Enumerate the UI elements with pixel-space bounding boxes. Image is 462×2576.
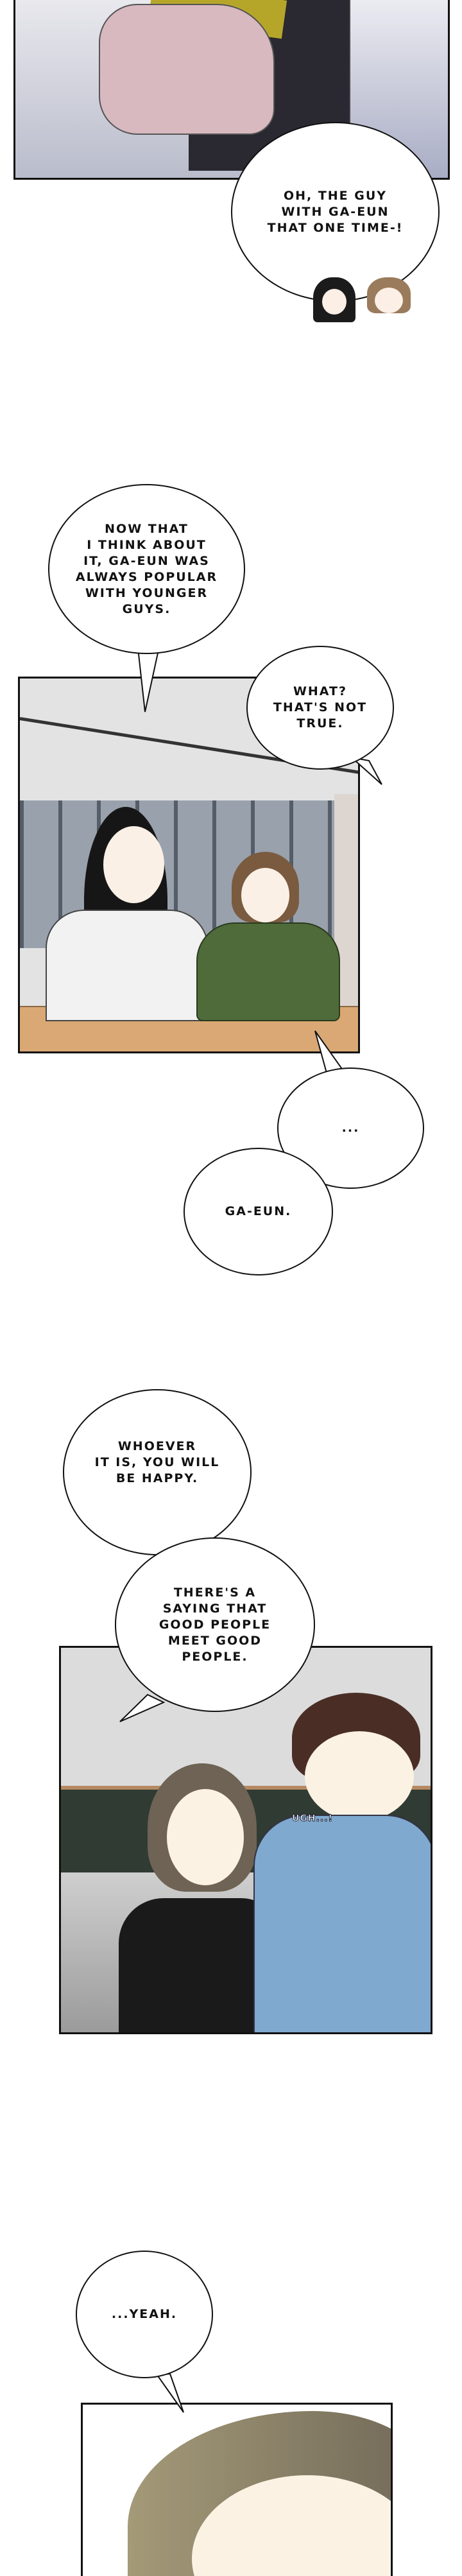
bubble-text: ...YEAH. xyxy=(111,2307,178,2321)
speech-bubble-1: OH, THE GUY WITH GA-EUN THAT ONE TIME-! xyxy=(231,122,440,302)
man-blue-shirt xyxy=(253,1693,431,2032)
sfx-ugh: UGH...! xyxy=(292,1813,333,1824)
bubble-text: OH, THE GUY WITH GA-EUN THAT ONE TIME-! xyxy=(267,188,404,235)
speech-bubble-7: THERE'S A SAYING THAT GOOD PEOPLE MEET G… xyxy=(115,1537,315,1712)
bubble-7-tail xyxy=(119,1693,166,1722)
bubble-text: NOW THAT I THINK ABOUT IT, GA-EUN WAS AL… xyxy=(75,521,218,616)
chibi-black-hair-girl xyxy=(313,277,355,325)
panel-closeup-face xyxy=(81,2403,393,2576)
bubble-text: THERE'S A SAYING THAT GOOD PEOPLE MEET G… xyxy=(158,1585,271,1664)
bubble-text: WHAT? THAT'S NOT TRUE. xyxy=(273,684,368,730)
speech-bubble-6: WHOEVER IT IS, YOU WILL BE HAPPY. xyxy=(63,1389,252,1555)
woman-green-sweater xyxy=(196,852,340,1021)
bubble-text: ... xyxy=(341,1121,360,1135)
speech-bubble-2: NOW THAT I THINK ABOUT IT, GA-EUN WAS AL… xyxy=(48,484,245,654)
panel-hand-phone xyxy=(13,0,450,180)
bubble-text: GA-EUN. xyxy=(225,1204,292,1218)
speech-bubble-8: ...YEAH. xyxy=(76,2251,213,2378)
panel-cafe-two-women xyxy=(18,677,360,1053)
panel-cafe-couple: UGH...! xyxy=(59,1646,432,2034)
speech-bubble-3: WHAT? THAT'S NOT TRUE. xyxy=(246,646,394,770)
chibi-brown-hair-girl xyxy=(367,277,411,317)
hand xyxy=(99,4,275,135)
woman-ponytail xyxy=(119,1763,286,2032)
bubble-text: WHOEVER IT IS, YOU WILL BE HAPPY. xyxy=(94,1439,220,1485)
woman-black-hair xyxy=(46,807,209,1021)
speech-bubble-5: GA-EUN. xyxy=(184,1148,333,1275)
